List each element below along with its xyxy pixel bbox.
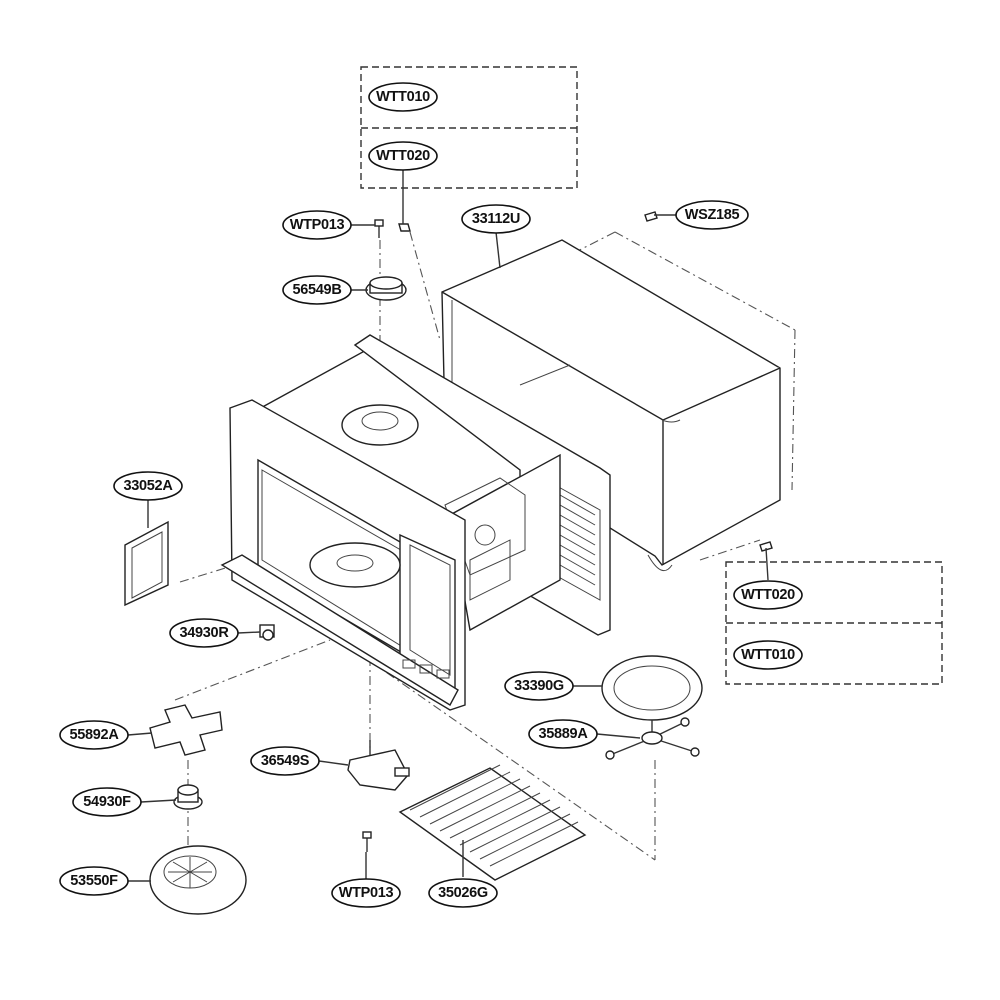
label-54930f: 54930F xyxy=(72,787,142,817)
part-number: 34930R xyxy=(180,625,230,641)
coupler-55892a xyxy=(149,704,223,756)
part-number: 54930F xyxy=(83,794,131,810)
label-wtp013-bottom: WTP013 xyxy=(331,878,401,908)
motor-36549s xyxy=(347,740,410,791)
label-wtt020-top: WTT020 xyxy=(368,141,438,171)
part-number: 33112U xyxy=(472,211,520,227)
part-34930r xyxy=(259,624,275,641)
label-53550f: 53550F xyxy=(59,866,129,896)
label-wtt010-top: WTT010 xyxy=(368,82,438,112)
part-number: WSZ185 xyxy=(685,207,740,223)
motor-56549b xyxy=(365,276,407,301)
label-33112u: 33112U xyxy=(461,204,531,234)
part-number: WTT010 xyxy=(741,647,795,663)
part-number: 55892A xyxy=(70,727,120,743)
part-number: 33052A xyxy=(124,478,174,494)
label-wsz185: WSZ185 xyxy=(675,200,749,230)
plate-33052a xyxy=(124,520,169,607)
label-34930r: 34930R xyxy=(169,618,239,648)
label-wtp013-top: WTP013 xyxy=(282,210,352,240)
part-number: 33390G xyxy=(514,678,564,694)
label-56549b: 56549B xyxy=(282,275,352,305)
screw-group-box-right xyxy=(725,561,943,685)
ring-33390g xyxy=(601,655,703,721)
chassis-cavity xyxy=(220,334,611,711)
label-35026g: 35026G xyxy=(428,878,498,908)
rack-35026g xyxy=(398,764,587,881)
label-33052a: 33052A xyxy=(113,471,183,501)
turntable-53550f xyxy=(149,845,247,915)
part-number: WTP013 xyxy=(290,217,345,233)
screw-wtp013-bottom xyxy=(362,831,372,852)
label-33390g: 33390G xyxy=(504,671,574,701)
leader-lines xyxy=(127,170,769,882)
part-number: WTT020 xyxy=(376,148,430,164)
label-36549s: 36549S xyxy=(250,746,320,776)
part-number: WTT020 xyxy=(741,587,795,603)
roller-54930f xyxy=(173,784,203,810)
part-number: WTT010 xyxy=(376,89,430,105)
label-35889a: 35889A xyxy=(528,719,598,749)
screw-wtt020-right xyxy=(759,541,773,552)
part-number: 35889A xyxy=(539,726,589,742)
screw-wtt020-top xyxy=(398,223,411,232)
part-number: 53550F xyxy=(70,873,118,889)
part-number: 36549S xyxy=(261,753,310,769)
screw-wtp013-top xyxy=(374,219,384,238)
label-55892a: 55892A xyxy=(59,720,129,750)
part-number: WTP013 xyxy=(339,885,394,901)
label-wtt010-right: WTT010 xyxy=(733,640,803,670)
screw-group-box-top xyxy=(360,66,578,189)
label-wtt020-right: WTT020 xyxy=(733,580,803,610)
roller-guide-35889a xyxy=(605,717,700,760)
screw-wsz185 xyxy=(644,211,658,222)
part-number: 56549B xyxy=(293,282,342,298)
part-number: 35026G xyxy=(438,885,488,901)
